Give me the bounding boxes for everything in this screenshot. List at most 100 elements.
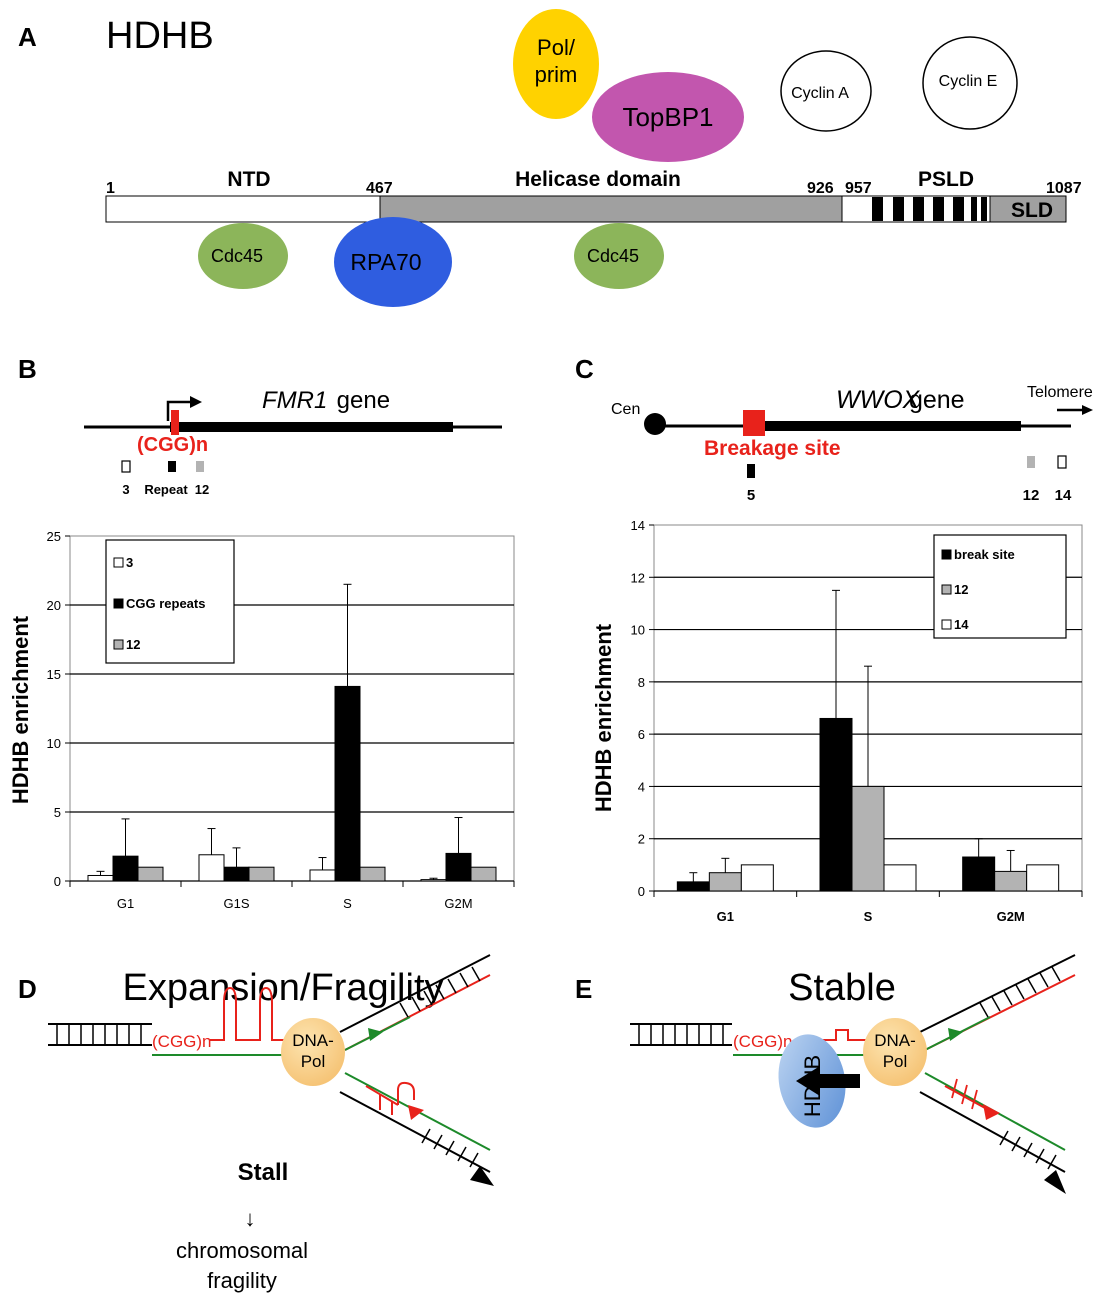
- bar: [883, 864, 917, 892]
- rpa70-label: RPA70: [350, 249, 421, 275]
- probe-14-marker: [1057, 455, 1067, 469]
- cyclin-e-ellipse: [922, 36, 1018, 130]
- legend-swatch: [113, 639, 124, 650]
- probe-12c-marker: [1027, 456, 1035, 468]
- bar: [112, 855, 139, 882]
- lower-arm-outer-e: [919, 1091, 1066, 1173]
- cyclin-a-label: Cyclin A: [791, 85, 849, 102]
- hdhb-title: HDHB: [106, 15, 214, 57]
- leading-arrow-e: [948, 1028, 963, 1041]
- cdc45-left-ellipse: [198, 223, 288, 289]
- panel-c: C Cen WWOX gene Telomere Breakage site 5…: [575, 354, 1093, 924]
- legend-label: break site: [954, 547, 1015, 562]
- bar: [445, 852, 472, 882]
- upper-arm-outer-e: [919, 954, 1076, 1033]
- cen-label: Cen: [611, 401, 640, 418]
- panel-d-title: Expansion/Fragility: [122, 967, 443, 1009]
- dna-pol-d-label-2: Pol: [301, 1052, 326, 1071]
- position-957: 957: [845, 180, 872, 197]
- bar: [740, 864, 774, 892]
- topbp1-label: TopBP1: [622, 102, 713, 132]
- helicase-domain-bar: [379, 195, 843, 223]
- tss-arrow: [166, 400, 192, 421]
- panel-c-letter: C: [575, 354, 594, 384]
- panel-e-title: Stable: [788, 967, 896, 1009]
- lagging-arrow-d: [408, 1105, 424, 1120]
- panel-d: D Expansion/Fragility (CGG)n: [18, 954, 494, 1293]
- position-926: 926: [807, 180, 834, 197]
- probe-14-label: 14: [1055, 487, 1072, 504]
- pol-prim-label-2: prim: [535, 62, 578, 87]
- cdc45-right-label: Cdc45: [587, 246, 639, 266]
- dna-pol-e: [863, 1018, 927, 1086]
- topbp1-ellipse: [592, 72, 744, 162]
- legend-swatch: [941, 619, 952, 630]
- x-tick-label: G2M: [997, 909, 1025, 924]
- probe-12c-label: 12: [1023, 487, 1040, 504]
- position-1087: 1087: [1046, 180, 1082, 197]
- x-tick-label: S: [864, 909, 873, 924]
- sld-domain-bar: [989, 195, 1067, 223]
- rpa70-ellipse: [334, 217, 452, 307]
- position-467: 467: [366, 180, 393, 197]
- psld-stripes: [872, 197, 987, 221]
- cdc45-right-ellipse: [574, 223, 664, 289]
- legend-label: CGG repeats: [126, 596, 205, 611]
- y-tick-label: 8: [638, 675, 645, 690]
- probe-5-marker: [747, 464, 755, 478]
- x-tick-label: G1: [717, 909, 734, 924]
- x-tick-label: G1: [117, 896, 134, 911]
- y-tick-label: 12: [631, 570, 645, 585]
- panel-a-letter: A: [18, 22, 37, 52]
- bar: [334, 685, 361, 882]
- helicase-label: Helicase domain: [515, 168, 681, 191]
- bar: [198, 854, 225, 882]
- legend-box: [933, 534, 1067, 639]
- bar: [137, 866, 164, 882]
- cyclin-a-ellipse: [780, 50, 872, 132]
- y-tick-label: 15: [47, 667, 61, 682]
- lower-arm-outer-d: [339, 1091, 491, 1173]
- cyclin-e-label: Cyclin E: [939, 73, 998, 90]
- legend-swatch: [113, 557, 124, 568]
- y-tick-label: 5: [54, 805, 61, 820]
- y-tick-label: 10: [631, 623, 645, 638]
- outcome-line-2: fragility: [207, 1268, 277, 1293]
- legend-swatch: [113, 598, 124, 609]
- chart-c-ylabel: HDHB enrichment: [591, 623, 616, 812]
- y-tick-label: 14: [631, 518, 645, 533]
- bar: [420, 879, 447, 882]
- dna-pol-d-label-1: DNA-: [292, 1031, 334, 1050]
- telomere-label: Telomere: [1027, 384, 1093, 401]
- bar: [1026, 864, 1060, 892]
- fmr1-gene-suffix: gene: [330, 387, 390, 414]
- leading-arrow-d: [368, 1028, 383, 1041]
- lagging-arrow-e: [983, 1104, 1000, 1120]
- stall-label: Stall: [238, 1159, 289, 1186]
- legend-label: 12: [954, 582, 968, 597]
- panel-d-letter: D: [18, 974, 37, 1004]
- centromere-dot: [644, 413, 666, 435]
- probe-5-label: 5: [747, 487, 755, 504]
- outcome-line-1: chromosomal: [176, 1238, 308, 1263]
- panel-e: E Stable (CGG)n HDHB: [575, 954, 1076, 1194]
- bar: [248, 866, 275, 882]
- bar: [819, 717, 853, 892]
- bar: [708, 872, 742, 892]
- y-tick-label: 25: [47, 529, 61, 544]
- panel-d-cgg-label: (CGG)n: [152, 1032, 212, 1051]
- fmr1-gene-name: FMR1: [262, 387, 327, 414]
- breakage-site-marker: [743, 410, 765, 436]
- lower-arrowhead-e: [1044, 1170, 1066, 1194]
- probe-12-label: 12: [195, 482, 209, 497]
- panel-b: B FMR1 gene (CGG)n 3 Repeat 12 051015202…: [8, 354, 515, 911]
- bar: [359, 866, 386, 882]
- stall-arrow: ↓: [245, 1206, 256, 1231]
- okazaki-rungs-e: [951, 1078, 978, 1110]
- dna-pol-e-label-2: Pol: [883, 1052, 908, 1071]
- panel-e-cgg-label: (CGG)n: [733, 1032, 793, 1051]
- probe-repeat-marker: [168, 461, 176, 472]
- y-tick-label: 4: [638, 779, 645, 794]
